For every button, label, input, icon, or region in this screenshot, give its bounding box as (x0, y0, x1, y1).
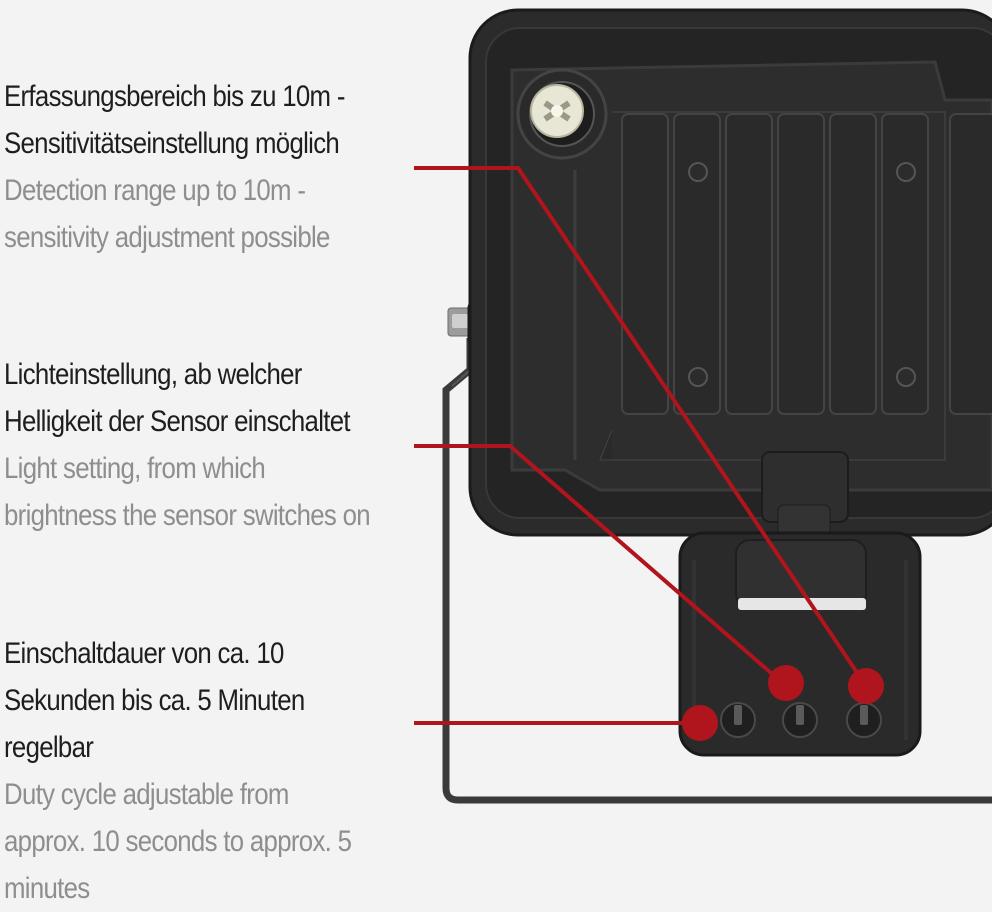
annotation-german-line: Lichteinstellung, ab welcher (4, 358, 302, 391)
callout-dot-sensitivity (848, 668, 884, 704)
annotation-english-line: Light setting, from which (4, 452, 266, 485)
annotation-german-line: regelbar (4, 731, 94, 764)
annotation-english-line: Detection range up to 10m - (4, 174, 306, 207)
annotation-detection-range: Erfassungsbereich bis zu 10m - Sensitivi… (4, 73, 444, 261)
mounting-bracket-inner (451, 369, 471, 387)
annotation-german-line: Helligkeit der Sensor einschaltet (4, 405, 351, 438)
annotation-english-line: approx. 10 seconds to approx. 5 (4, 825, 352, 858)
cooling-fins (621, 113, 992, 415)
callout-lines (414, 166, 868, 725)
annotation-english-line: sensitivity adjustment possible (4, 221, 330, 254)
annotation-german-line: Sekunden bis ca. 5 Minuten (4, 684, 305, 717)
annotation-light-setting: Lichteinstellung, ab welcher Helligkeit … (4, 351, 444, 539)
annotation-english-line: minutes (4, 872, 90, 905)
mounting-bracket (442, 338, 992, 804)
sensor-hinge (735, 539, 867, 609)
callout-dot-duration (682, 705, 718, 741)
callout-markers (682, 665, 884, 741)
adjustment-knobs (720, 702, 882, 738)
annotation-german-line: Sensitivitätseinstellung möglich (4, 127, 340, 160)
callout-dot-light (768, 665, 804, 701)
housing-screws (688, 162, 916, 387)
annotation-german-line: Erfassungsbereich bis zu 10m - (4, 80, 345, 113)
annotation-english-line: brightness the sensor switches on (4, 499, 371, 532)
annotation-duty-cycle: Einschaltdauer von ca. 10 Sekunden bis c… (4, 630, 444, 912)
annotation-english-line: Duty cycle adjustable from (4, 778, 289, 811)
annotation-german-line: Einschaltdauer von ca. 10 (4, 637, 284, 670)
